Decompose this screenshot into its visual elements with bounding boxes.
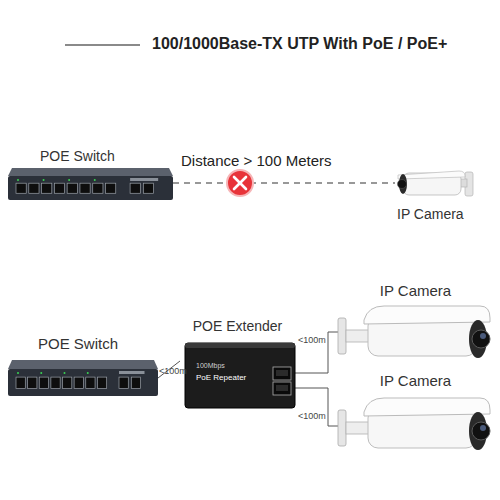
switch-drawing: [8, 168, 173, 200]
camera-lens: [398, 180, 407, 189]
switch-port: [97, 377, 106, 388]
cable-connector: [295, 332, 338, 373]
switch-led: [68, 179, 70, 181]
device-marking: PoE Repeater: [196, 373, 246, 382]
blocked-cross: [234, 177, 246, 189]
extender-body: [185, 343, 295, 408]
camera-shade: [398, 171, 465, 179]
switch-port: [131, 377, 140, 388]
switch-port: [16, 377, 25, 388]
switch-port: [29, 183, 39, 193]
device-label: IP Camera: [338, 282, 493, 299]
blocked-cross: [234, 177, 246, 189]
lens-glint: [480, 333, 486, 339]
switch-led: [43, 179, 45, 181]
camera-shade: [364, 306, 490, 324]
switch-node: POE Switch: [8, 148, 173, 200]
switch-port: [54, 183, 64, 193]
switch-port: [51, 377, 60, 388]
smallcam-drawing: [395, 162, 475, 204]
extender-node: POE Extender 100MbpsPoE Repeater: [180, 318, 295, 410]
camera-shade: [364, 398, 490, 416]
switch-port: [16, 183, 26, 193]
switch-front: [8, 369, 158, 396]
switch-port: [74, 377, 83, 388]
bigcam-drawing: [338, 302, 493, 372]
camera-lens: [472, 330, 490, 348]
switch-port: [143, 183, 153, 193]
diagram-title: 100/1000Base-TX UTP With PoE / PoE+: [152, 35, 447, 53]
title-rule: [65, 44, 140, 46]
camera-wall-plate: [338, 318, 346, 354]
distance-label: <100m: [159, 366, 187, 376]
lens-glint: [480, 425, 486, 431]
switch-led: [17, 372, 19, 374]
switch-port: [86, 377, 95, 388]
extender-port-inner: [276, 370, 288, 376]
switch-port: [119, 377, 128, 388]
device-label: IP Camera: [338, 372, 493, 389]
distance-label: <100m: [298, 335, 326, 345]
switch-top: [8, 360, 158, 369]
switch-node: POE Switch: [8, 335, 158, 398]
bigcam-drawing: [338, 394, 493, 464]
switch-led: [17, 179, 19, 181]
switch-port: [28, 377, 37, 388]
camera-wall-plate: [338, 410, 346, 446]
switch-badge: [130, 178, 158, 181]
switch-led: [40, 372, 42, 374]
switch-port: [39, 377, 48, 388]
distance-label: <100m: [298, 411, 326, 421]
device-label: POE Switch: [40, 148, 115, 164]
blocked-circle: [227, 170, 253, 196]
device-label: IP Camera: [397, 206, 464, 222]
extender-port: [273, 382, 291, 395]
switch-top: [8, 168, 173, 176]
blocked-symbol: [227, 170, 253, 196]
switch-port: [80, 183, 90, 193]
cable-connector: [295, 388, 338, 426]
camera-node: IP Camera: [338, 372, 493, 466]
switch-port: [106, 183, 116, 193]
switch-badge: [119, 371, 145, 374]
device-label: POE Switch: [38, 335, 118, 352]
switch-port: [130, 183, 140, 193]
switch-port: [93, 183, 103, 193]
switch-drawing: [8, 360, 158, 396]
cable-connector: [173, 182, 395, 184]
camera-node: IP Camera: [395, 162, 483, 226]
extender-top: [185, 343, 295, 348]
camera-node: IP Camera: [338, 282, 493, 372]
switch-led: [87, 372, 89, 374]
switch-port: [67, 183, 77, 193]
switch-led: [64, 372, 66, 374]
camera-lens: [472, 422, 490, 440]
switch-led: [94, 179, 96, 181]
switch-port: [63, 377, 72, 388]
device-marking: 100Mbps: [196, 362, 225, 370]
distance-label: Distance > 100 Meters: [181, 152, 332, 169]
switch-front: [8, 176, 173, 200]
device-label: POE Extender: [180, 318, 295, 334]
switch-port: [42, 183, 52, 193]
extender-port-inner: [276, 385, 288, 391]
extender-port: [273, 367, 291, 380]
